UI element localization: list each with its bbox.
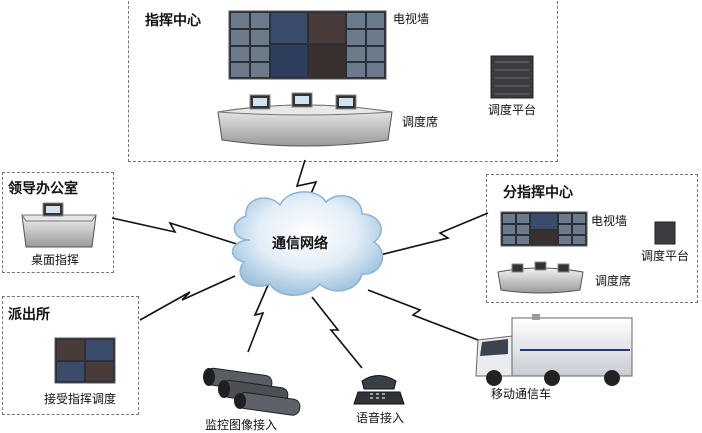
link-sub-command [379, 212, 489, 256]
police-station-box [2, 296, 139, 415]
dispatch-desk-icon [217, 92, 393, 147]
police-monitor-icon [54, 337, 116, 384]
sub-command-title: 分指挥中心 [503, 185, 573, 201]
sub-video-wall-label: 电视墙 [591, 214, 628, 228]
surveillance-label: 监控图像接入 [205, 418, 278, 432]
command-center-title: 指挥中心 [145, 13, 201, 29]
video-wall-icon [228, 10, 387, 80]
leader-office-title: 领导办公室 [8, 181, 78, 197]
link-mobile [367, 289, 479, 341]
camera-icon [203, 367, 301, 416]
desktop-command-icon [21, 202, 97, 248]
sub-dispatch-desk-icon [497, 261, 584, 294]
lightning-links [111, 159, 489, 369]
mobile-vehicle-label: 移动通信车 [491, 387, 552, 401]
dispatch-platform-label: 调度平台 [488, 103, 537, 117]
receive-command-label: 接受指挥调度 [44, 392, 117, 406]
sub-server-icon [654, 221, 676, 245]
police-station-title: 派出所 [8, 307, 50, 323]
link-leader-office [111, 217, 241, 246]
sub-video-wall-icon [500, 211, 588, 247]
server-rack-icon [490, 55, 534, 99]
video-wall-label: 电视墙 [393, 12, 430, 26]
truck-icon [475, 314, 633, 386]
desktop-command-label: 桌面指挥 [31, 253, 80, 267]
telephone-icon [353, 375, 405, 405]
network-label: 通信网络 [272, 236, 328, 252]
cloud-icon [231, 191, 384, 296]
link-police [139, 275, 236, 321]
dispatch-desk-label: 调度席 [402, 115, 439, 129]
sub-dispatch-desk-label: 调度席 [595, 274, 632, 288]
link-surveillance [247, 284, 269, 353]
voice-label: 语音接入 [356, 411, 405, 425]
sub-dispatch-platform-label: 调度平台 [641, 249, 690, 263]
link-voice [311, 296, 363, 369]
